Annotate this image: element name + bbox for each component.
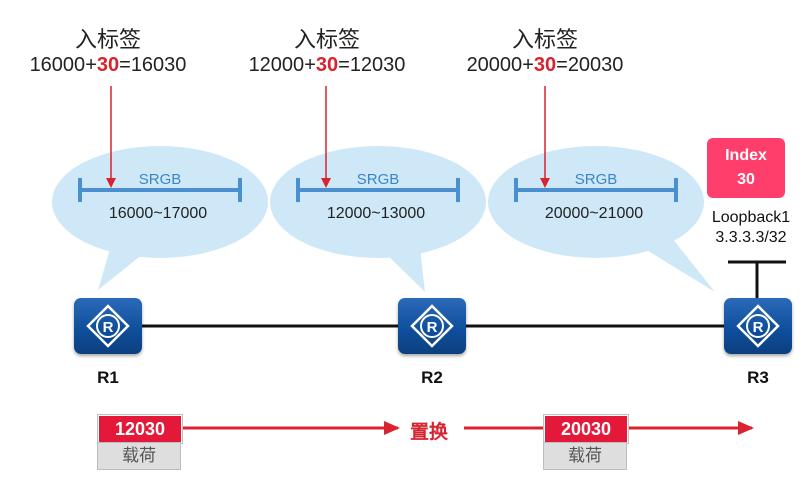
router-r3-icon[interactable]: R [724,298,792,354]
packet-1-payload: 载荷 [98,443,180,469]
srgb-range-r3: 20000~21000 [544,205,644,222]
router-r1-icon[interactable]: R [74,298,142,354]
router-name-r1: R1 [97,368,119,387]
srgb-label-r3: SRGB [574,171,618,188]
router-name-r3: R3 [747,368,769,387]
svg-text:R: R [753,319,764,336]
sid-index: 30 [315,54,339,76]
srgb-label-r1: SRGB [138,171,182,188]
packet-2-payload: 载荷 [544,443,626,469]
router-symbol-icon: R [736,304,780,348]
srgb-label-r2: SRGB [356,171,400,188]
in-label-title-r1: 入标签 [74,28,141,53]
srgb-base: 20000 [466,54,523,76]
srgb-bubble-r1 [52,146,268,290]
label-formula-r2: 12000+30=12030 [248,54,406,76]
packet-1-label: 12030 [98,415,182,443]
loopback-address: 3.3.3.3/32 [715,229,787,246]
loopback-name: Loopback1 [711,209,791,226]
srgb-bubble-r3 [488,146,715,292]
in-label-title-r3: 入标签 [511,28,578,53]
label-formula-r3: 20000+30=20030 [466,54,624,76]
label-result: 16030 [130,54,187,76]
sid-index-box: Index 30 [707,138,785,198]
router-symbol-icon: R [410,304,454,348]
label-result: 20030 [567,54,624,76]
srgb-bubble-r2 [270,146,486,292]
swap-label: 置换 [410,421,449,443]
srgb-bar-r2 [296,178,460,202]
srgb-bar-r1 [78,178,242,202]
in-label-title-r2: 入标签 [293,28,360,53]
srgb-range-r1: 16000~17000 [108,205,208,222]
router-r2-icon[interactable]: R [398,298,466,354]
srgb-base: 12000 [248,54,305,76]
label-formula-r1: 16000+30=16030 [29,54,187,76]
index-box-title: Index [725,147,767,164]
srgb-base: 16000 [29,54,86,76]
srgb-bar-r3 [514,178,678,202]
label-result: 12030 [349,54,406,76]
index-box-value: 30 [737,171,755,188]
sid-index: 30 [96,54,120,76]
svg-text:R: R [103,319,114,336]
packet-2-label: 20030 [544,415,628,443]
svg-text:R: R [427,319,438,336]
loopback-info: Loopback1 3.3.3.3/32 [696,208,806,248]
router-symbol-icon: R [86,304,130,348]
sid-index: 30 [533,54,557,76]
router-name-r2: R2 [421,368,443,387]
srgb-range-r2: 12000~13000 [326,205,426,222]
